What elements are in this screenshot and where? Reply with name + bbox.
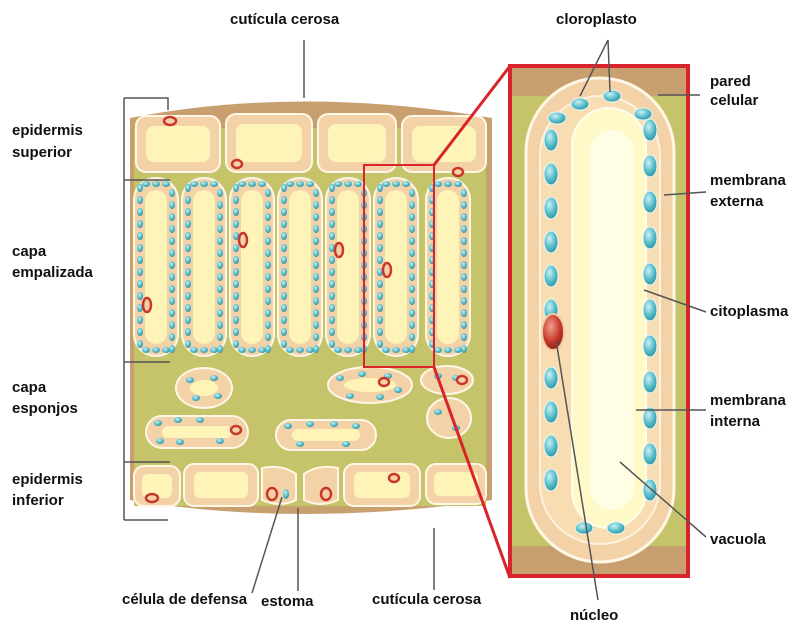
- palisade-cell: [374, 178, 418, 356]
- enlarged-chloroplast: [544, 469, 558, 491]
- enlarged-chloroplast: [643, 191, 657, 213]
- enlarged-chloroplast: [544, 163, 558, 185]
- nucleus: [542, 314, 564, 350]
- enlarged-chloroplast: [607, 522, 625, 534]
- label-epidermis-inferior-2: inferior: [12, 491, 64, 510]
- enlarged-cell-panel: [510, 66, 688, 576]
- enlarged-chloroplast: [643, 443, 657, 465]
- label-epidermis-superior-2: superior: [12, 143, 72, 162]
- enlarged-chloroplast: [544, 129, 558, 151]
- enlarged-chloroplast: [643, 227, 657, 249]
- label-epidermis-inferior-1: epidermis: [12, 470, 83, 489]
- label-capa-empalizada-2: empalizada: [12, 263, 93, 282]
- enlarged-chloroplast: [643, 299, 657, 321]
- label-membrana-externa-2: externa: [710, 192, 763, 211]
- label-cuticula-bottom: cutícula cerosa: [372, 590, 481, 609]
- enlarged-chloroplast: [544, 367, 558, 389]
- palisade-cell: [230, 178, 274, 356]
- palisade-cell: [134, 178, 178, 356]
- enlarged-chloroplast: [603, 90, 621, 102]
- label-capa-esponjos-1: capa: [12, 378, 46, 397]
- label-capa-empalizada-1: capa: [12, 242, 46, 261]
- palisade-cell: [426, 178, 470, 356]
- label-vacuola: vacuola: [710, 530, 766, 549]
- enlarged-chloroplast: [544, 401, 558, 423]
- label-nucleo: núcleo: [570, 606, 618, 625]
- label-cuticula-top: cutícula cerosa: [230, 10, 339, 29]
- enlarged-chloroplast: [643, 371, 657, 393]
- label-estoma: estoma: [261, 592, 314, 611]
- label-pared-celular-2: celular: [710, 91, 758, 110]
- label-pared-celular-1: pared: [710, 72, 751, 91]
- enlarged-chloroplast: [643, 479, 657, 501]
- label-membrana-externa-1: membrana: [710, 171, 786, 190]
- label-celula-de-defensa: célula de defensa: [122, 590, 247, 609]
- lower-epidermis-cells: [134, 464, 486, 506]
- enlarged-chloroplast: [544, 265, 558, 287]
- enlarged-chloroplast: [643, 263, 657, 285]
- label-membrana-interna-1: membrana: [710, 391, 786, 410]
- enlarged-chloroplast: [544, 231, 558, 253]
- label-cloroplasto: cloroplasto: [556, 10, 637, 29]
- label-membrana-interna-2: interna: [710, 412, 760, 431]
- palisade-cell: [278, 178, 322, 356]
- enlarged-chloroplast: [634, 108, 652, 120]
- enlarged-chloroplast: [643, 119, 657, 141]
- enlarged-chloroplast: [548, 112, 566, 124]
- enlarged-chloroplast: [575, 522, 593, 534]
- enlarged-chloroplast: [571, 98, 589, 110]
- label-capa-esponjos-2: esponjos: [12, 399, 78, 418]
- enlarged-chloroplast: [544, 197, 558, 219]
- palisade-cell: [182, 178, 226, 356]
- enlarged-chloroplast: [544, 435, 558, 457]
- enlarged-chloroplast: [643, 155, 657, 177]
- enlarged-chloroplast: [643, 335, 657, 357]
- label-citoplasma: citoplasma: [710, 302, 788, 321]
- label-epidermis-superior-1: epidermis: [12, 121, 83, 140]
